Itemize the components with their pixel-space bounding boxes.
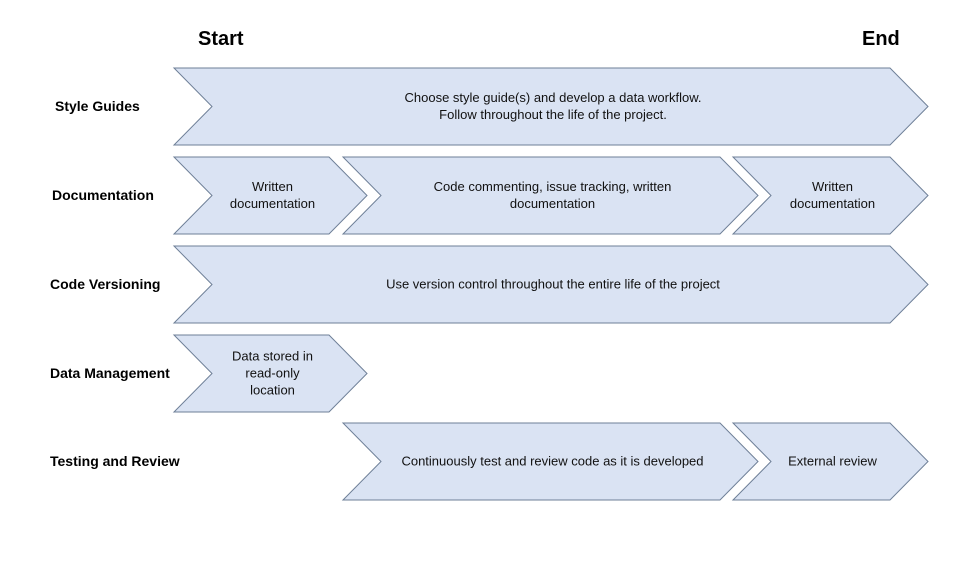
documentation-middle-chevron-text-line: documentation [510, 196, 595, 211]
end-header: End [862, 28, 900, 50]
style-guides-chevron-text-line: Choose style guide(s) and develop a data… [404, 90, 701, 105]
data-management-chevron-text-line: read-only [245, 366, 300, 381]
style-guides-chevron [172, 67, 929, 146]
code-versioning-chevron-text-line: Use version control throughout the entir… [386, 277, 720, 292]
documentation-start-chevron-text-line: Written [252, 179, 293, 194]
data-management-chevron [172, 334, 368, 413]
testing-chevron [341, 422, 759, 501]
start-header: Start [198, 28, 244, 50]
code-versioning-chevron [172, 245, 929, 324]
data-management-chevron-text-line: Data stored in [232, 349, 313, 364]
documentation-middle-chevron [341, 156, 759, 235]
external-review-chevron [731, 422, 929, 501]
row-label-data-management: Data Management [50, 365, 170, 381]
row-label-style-guides: Style Guides [55, 98, 140, 114]
row-label-code-versioning: Code Versioning [50, 276, 161, 292]
documentation-middle-chevron-text-line: Code commenting, issue tracking, written [434, 179, 672, 194]
external-review-chevron-text-line: External review [788, 454, 877, 469]
documentation-end-chevron-text-line: Written [812, 179, 853, 194]
documentation-start-chevron-text-line: documentation [230, 196, 315, 211]
style-guides-chevron-text-line: Follow throughout the life of the projec… [439, 107, 667, 122]
testing-chevron-text-line: Continuously test and review code as it … [401, 454, 703, 469]
documentation-start-chevron [172, 156, 368, 235]
data-management-chevron-text-line: location [250, 383, 295, 398]
row-label-testing-and-review: Testing and Review [50, 453, 180, 469]
documentation-end-chevron-text-line: documentation [790, 196, 875, 211]
documentation-end-chevron [731, 156, 929, 235]
row-label-documentation: Documentation [52, 187, 154, 203]
